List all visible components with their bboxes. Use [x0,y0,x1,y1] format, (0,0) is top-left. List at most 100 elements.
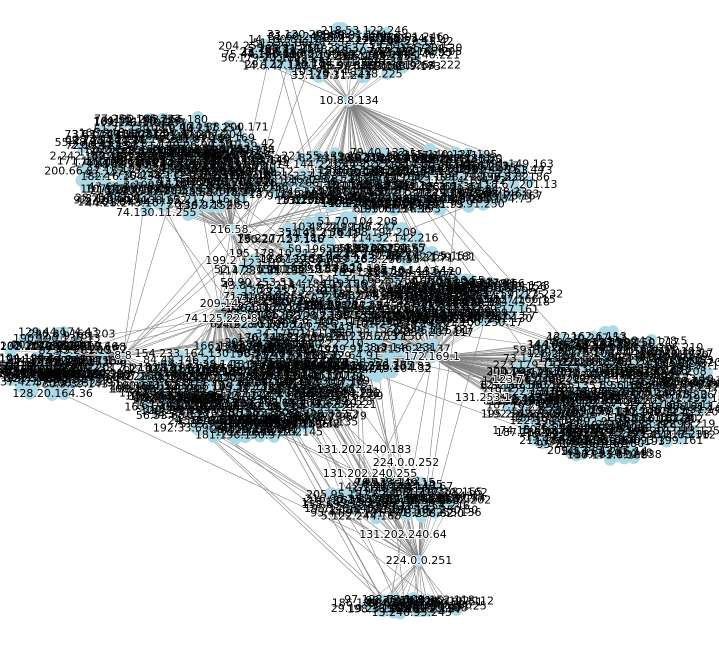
graph-edge [58,332,124,357]
graph-edge [431,303,477,358]
cluster-node-label: 103.74.74.112 [292,65,372,78]
node-label-74: 74.125.226.8 [184,312,257,325]
cluster-node-label: 12.201.87.94 [77,195,150,208]
graph-node [344,40,357,53]
graph-edge [220,204,312,320]
graph-edge [76,347,420,562]
node-label-209: 209.14 [200,297,239,310]
cluster-node-label: 182.16.154.34 [80,170,160,183]
cluster-node-label: 187.121.201.171 [249,188,343,201]
cluster-node-label: 72.56.78.23 [461,186,527,199]
graph-edge [56,344,124,357]
cluster-node-label: 161.201.223.125 [625,424,719,437]
graph-edge [397,560,420,602]
graph-edge [230,158,489,231]
node-label-131-64: 131.202.240.64 [359,528,446,541]
graph-node [362,28,375,41]
graph-node [409,53,422,66]
cluster-node-label: 58.90.253.51 [220,276,293,289]
graph-edge [288,262,433,358]
graph-edge [319,217,433,358]
graph-edge [322,100,350,159]
graph-edge [431,356,526,407]
cluster-node-label: 72.231.172.45 [369,42,449,55]
graph-node [274,40,287,53]
graph-node [425,43,438,56]
cluster-node-label: 50.196.189.53 [288,242,368,255]
cluster-node-label: 151.228.38.98 [547,356,627,369]
graph-edge [431,356,687,413]
cluster-node-label: 160.8.91.246 [370,30,443,43]
graph-edge [122,57,380,357]
graph-node [386,64,399,77]
cluster-node-label: 129.44.174.43 [18,326,98,339]
cluster-node-label: 79.40.132.1 [350,146,416,159]
graph-node [346,27,359,40]
cluster-node-label: 173.102.250.50 [391,503,478,516]
graph-edge [431,318,480,358]
cluster-node-label: 141.234.246.14 [560,445,647,458]
graph-edge [431,356,510,409]
graph-edge [348,100,425,172]
cluster-node-label: 61.197.116.174 [386,288,473,301]
graph-edge [431,356,539,383]
cluster-node-label: 77.20.49.192 [193,159,266,172]
cluster-node-label: 155.60.243.186 [384,598,471,611]
cluster-node-label: 47.108.232.49 [33,376,113,389]
graph-edge [348,100,497,157]
graph-edge [373,501,420,562]
graph-edge [431,356,669,405]
cluster-node-label: 109.57.132.99 [212,380,292,393]
cluster-node-label: 166.176.208.100 [193,340,287,353]
cluster-node-label: 62.159.223.232 [476,287,563,300]
graph-edge [390,356,433,603]
graph-node [312,29,325,42]
graph-edge [413,560,420,599]
graph-node [397,38,410,51]
graph-node [333,41,346,54]
graph-edge [265,277,433,358]
graph-edge [43,354,124,357]
graph-node [374,35,387,48]
graph-node [329,31,342,44]
graph-node [347,52,360,65]
graph-node [290,58,303,71]
graph-edge [341,100,350,164]
node-label-172: 172.169.1 [404,350,460,363]
graph-edge [122,355,402,494]
graph-edge [348,100,459,187]
node-label-hub-top: 10.8.8.134 [319,94,378,107]
cluster-node-label: 26.142.28.46 [167,198,240,211]
graph-edge [348,100,597,376]
graph-edge [418,503,452,562]
cluster-node-label: 181.94.47.19 [221,421,294,434]
graph-edge [381,499,420,562]
graph-edge [181,318,222,354]
cluster-node-label: 93.175.97.123 [292,395,372,408]
cluster-node-label: 61.93.253.150 [341,330,421,343]
graph-edge [230,161,301,231]
graph-node [310,69,323,82]
graph-edge [17,372,420,562]
graph-edge [22,303,220,371]
graph-edge [431,342,636,358]
graph-edge [348,100,483,173]
graph-edge [271,100,350,184]
graph-edge [312,100,350,157]
cluster-node-label: 35.141.2.76 [278,226,344,239]
cluster-node-label: 199.205.107.78 [259,263,346,276]
graph-edge [431,356,606,359]
graph-edge [188,214,232,231]
graph-node [249,46,262,59]
cluster-node-label: 86.212.168.226 [265,43,352,56]
graph-edge [277,68,350,102]
graph-edge [431,319,484,358]
node-label-8: 8.8 [114,349,132,362]
cluster-node-label: 55.146.55.235 [140,147,220,160]
graph-edge [418,560,423,612]
graph-edge [348,100,501,177]
graph-node [262,56,275,69]
graph-edge [122,192,312,357]
graph-edge [330,100,350,186]
